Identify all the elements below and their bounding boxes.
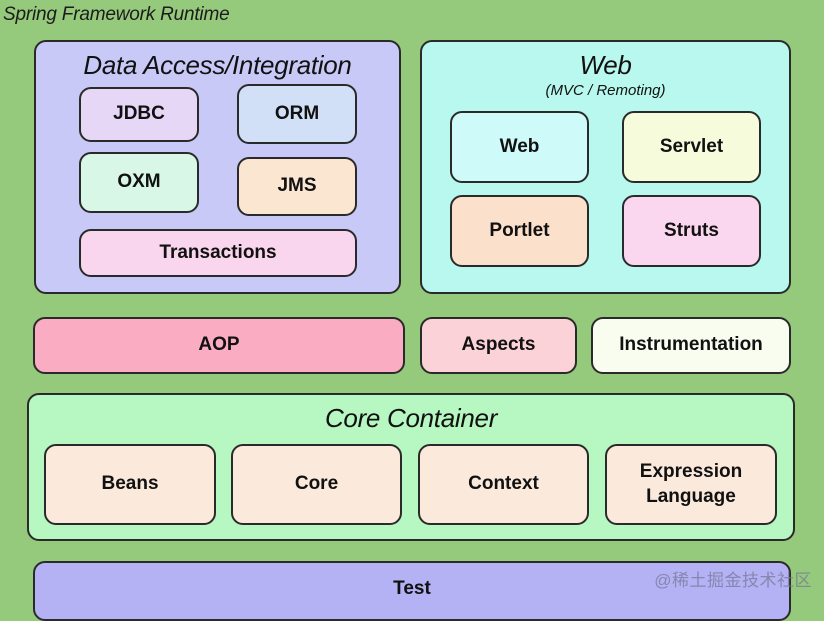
core-container-title: Core Container [324, 403, 498, 433]
module-core[interactable]: Core [231, 444, 402, 525]
data-access-integration-title: Data Access/Integration [83, 50, 352, 80]
module-aop[interactable]: AOP [33, 317, 405, 374]
module-transactions[interactable]: Transactions [79, 229, 357, 277]
web-group-subtitle: (MVC / Remoting) [545, 82, 666, 99]
module-struts[interactable]: Struts [622, 195, 761, 267]
web-group: Web (MVC / Remoting) Web Servlet Portlet… [420, 40, 791, 294]
module-instrumentation[interactable]: Instrumentation [591, 317, 791, 374]
expression-language-line2: Language [646, 485, 736, 507]
module-jms[interactable]: JMS [237, 157, 357, 216]
expression-language-line1: Expression [639, 460, 743, 482]
module-oxm[interactable]: OXM [79, 152, 199, 213]
module-jdbc[interactable]: JDBC [79, 87, 199, 142]
module-orm[interactable]: ORM [237, 84, 357, 144]
module-beans[interactable]: Beans [44, 444, 216, 525]
module-context[interactable]: Context [418, 444, 589, 525]
module-servlet[interactable]: Servlet [622, 111, 761, 183]
module-web[interactable]: Web [450, 111, 589, 183]
diagram-title: Spring Framework Runtime [3, 4, 230, 25]
module-portlet[interactable]: Portlet [450, 195, 589, 267]
watermark: @稀土掘金技术社区 [654, 571, 812, 590]
web-group-title: Web [579, 50, 632, 80]
module-aspects[interactable]: Aspects [420, 317, 577, 374]
module-expression-language[interactable]: Expression Language [605, 444, 777, 525]
data-access-integration-group: Data Access/Integration JDBC ORM OXM JMS… [34, 40, 401, 294]
core-container-group: Core Container Beans Core Context Expres… [27, 393, 795, 541]
